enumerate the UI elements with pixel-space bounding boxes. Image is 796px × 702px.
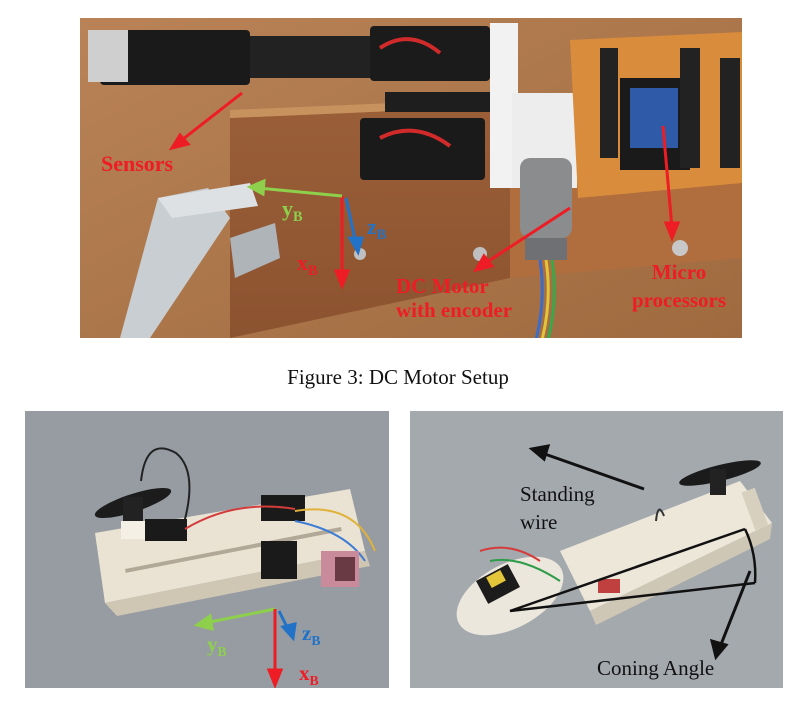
annotation-arrows xyxy=(168,91,681,291)
top-z-axis-label: zB xyxy=(367,214,387,243)
standing-wire-label-line1: Standing xyxy=(520,482,595,506)
dc-motor-setup-illustration xyxy=(80,18,742,338)
bottom-x-axis-label: xB xyxy=(299,661,319,688)
coning-angle-lines xyxy=(509,527,757,613)
dc-motor-label-line1: DC Motor xyxy=(396,274,489,298)
coning-angle-label: Coning Angle xyxy=(597,656,715,680)
figure-caption: Figure 3: DC Motor Setup xyxy=(287,365,509,389)
microprocessors-label-line2: processors xyxy=(631,288,727,312)
microprocessors-label: Micro processors xyxy=(619,258,739,314)
coning-angle-photo xyxy=(410,411,783,688)
dc-motor-setup-photo xyxy=(80,18,742,338)
standing-wire-label-line2: wire xyxy=(520,510,558,534)
coning-angle-illustration xyxy=(410,411,783,688)
dc-motor-label-line2: with encoder xyxy=(396,298,513,322)
top-x-axis-label: xB xyxy=(297,250,318,279)
microprocessors-label-line1: Micro xyxy=(651,260,707,284)
bottom-z-axis-label: zB xyxy=(302,621,321,648)
rotor-arm-top-view-photo xyxy=(25,411,389,688)
bottom-y-axis-label: yB xyxy=(207,632,227,659)
rotor-arm-top-view-illustration xyxy=(25,411,389,688)
dc-motor-label: DC Motor with encoder xyxy=(396,274,512,322)
sensors-label: Sensors xyxy=(101,151,174,176)
standing-wire-label: Standing wire xyxy=(520,480,595,536)
top-y-axis-label: yB xyxy=(282,196,303,225)
